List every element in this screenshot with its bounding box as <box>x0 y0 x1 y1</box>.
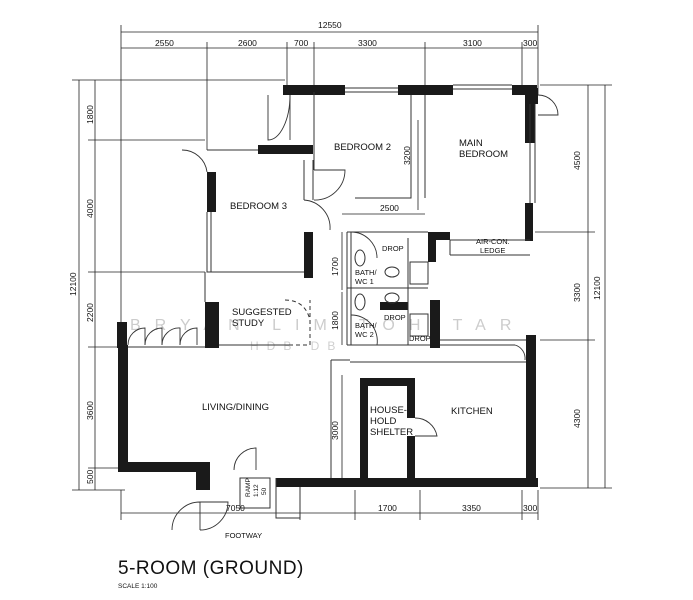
walls <box>117 85 538 490</box>
room-label-main-bedroom-1: MAIN <box>459 138 483 149</box>
room-label-bath1-1: BATH/ <box>355 268 377 277</box>
room-label-living-dining: LIVING/DINING <box>202 402 269 413</box>
label-drop-2: DROP <box>384 313 406 322</box>
room-label-kitchen: KITCHEN <box>451 406 493 417</box>
dim-top-1: 2550 <box>155 38 174 48</box>
dim-left-1: 1800 <box>85 105 95 124</box>
room-label-shelter-1: HOUSE- <box>370 405 407 416</box>
dim-right-2: 3300 <box>572 283 582 302</box>
dim-inner-3000: 3000 <box>330 421 340 440</box>
dim-right-1: 4500 <box>572 151 582 170</box>
dim-bottom-3: 3350 <box>462 503 481 513</box>
inner-dimension-lines <box>341 120 425 478</box>
dim-inner-3200: 3200 <box>402 146 412 165</box>
room-label-main-bedroom-2: BEDROOM <box>459 149 508 160</box>
dim-bottom-1: 7050 <box>226 503 245 513</box>
label-ramp-ratio: 1:12 <box>253 484 260 497</box>
dim-left-3: 2200 <box>85 303 95 322</box>
dim-left-5: 500 <box>85 470 95 484</box>
dim-inner-1700: 1700 <box>330 257 340 276</box>
dim-top-total: 12550 <box>318 20 342 30</box>
plan-title: 5-ROOM (GROUND) <box>118 558 304 579</box>
dim-bottom-2: 1700 <box>378 503 397 513</box>
door-swings <box>127 94 559 531</box>
dim-right-total: 12100 <box>592 276 602 300</box>
label-footway: FOOTWAY <box>225 531 262 540</box>
bottom-dimension-lines <box>120 490 539 520</box>
label-ramp: RAMP <box>245 478 252 497</box>
label-drop-3: DROP <box>409 334 431 343</box>
room-label-bedroom-2: BEDROOM 2 <box>334 142 391 153</box>
room-label-bath1-2: WC 1 <box>355 277 374 286</box>
room-label-bedroom-3: BEDROOM 3 <box>230 201 287 212</box>
plan-scale: SCALE 1:100 <box>118 583 158 590</box>
room-label-study-1: SUGGESTED <box>232 307 292 318</box>
room-label-aircon-2: LEDGE <box>480 246 505 255</box>
room-label-aircon-1: AIR-CON. <box>476 237 510 246</box>
label-drop-1: DROP <box>382 244 404 253</box>
room-label-study-2: STUDY <box>232 318 265 329</box>
dim-top-3: 700 <box>294 38 308 48</box>
study-dashed-partition <box>219 299 311 346</box>
dim-inner-2500: 2500 <box>380 203 399 213</box>
label-ramp-50: 50 <box>261 487 268 495</box>
dim-top-2: 2600 <box>238 38 257 48</box>
top-dimension-lines <box>120 25 539 345</box>
dim-left-total: 12100 <box>68 272 78 296</box>
room-label-bath2-1: BATH/ <box>355 321 377 330</box>
dim-inner-1800: 1800 <box>330 311 340 330</box>
bath-fixtures <box>239 249 429 509</box>
dim-top-6: 300 <box>523 38 537 48</box>
right-dimension-lines <box>535 84 612 489</box>
dim-right-3: 4300 <box>572 409 582 428</box>
dim-left-4: 3600 <box>85 401 95 420</box>
room-label-bath2-2: WC 2 <box>355 330 374 339</box>
dim-bottom-4: 300 <box>523 503 537 513</box>
dim-top-4: 3300 <box>358 38 377 48</box>
dim-top-5: 3100 <box>463 38 482 48</box>
interior-partitions <box>128 84 536 519</box>
watermark-text-2: HDB DB <box>250 339 343 353</box>
left-dimension-lines <box>72 79 285 491</box>
room-label-shelter-2: HOLD <box>370 416 397 427</box>
room-label-shelter-3: SHELTER <box>370 427 413 438</box>
watermark-text: BRYAN LIM TOH TAR <box>130 317 525 334</box>
dim-left-2: 4000 <box>85 199 95 218</box>
